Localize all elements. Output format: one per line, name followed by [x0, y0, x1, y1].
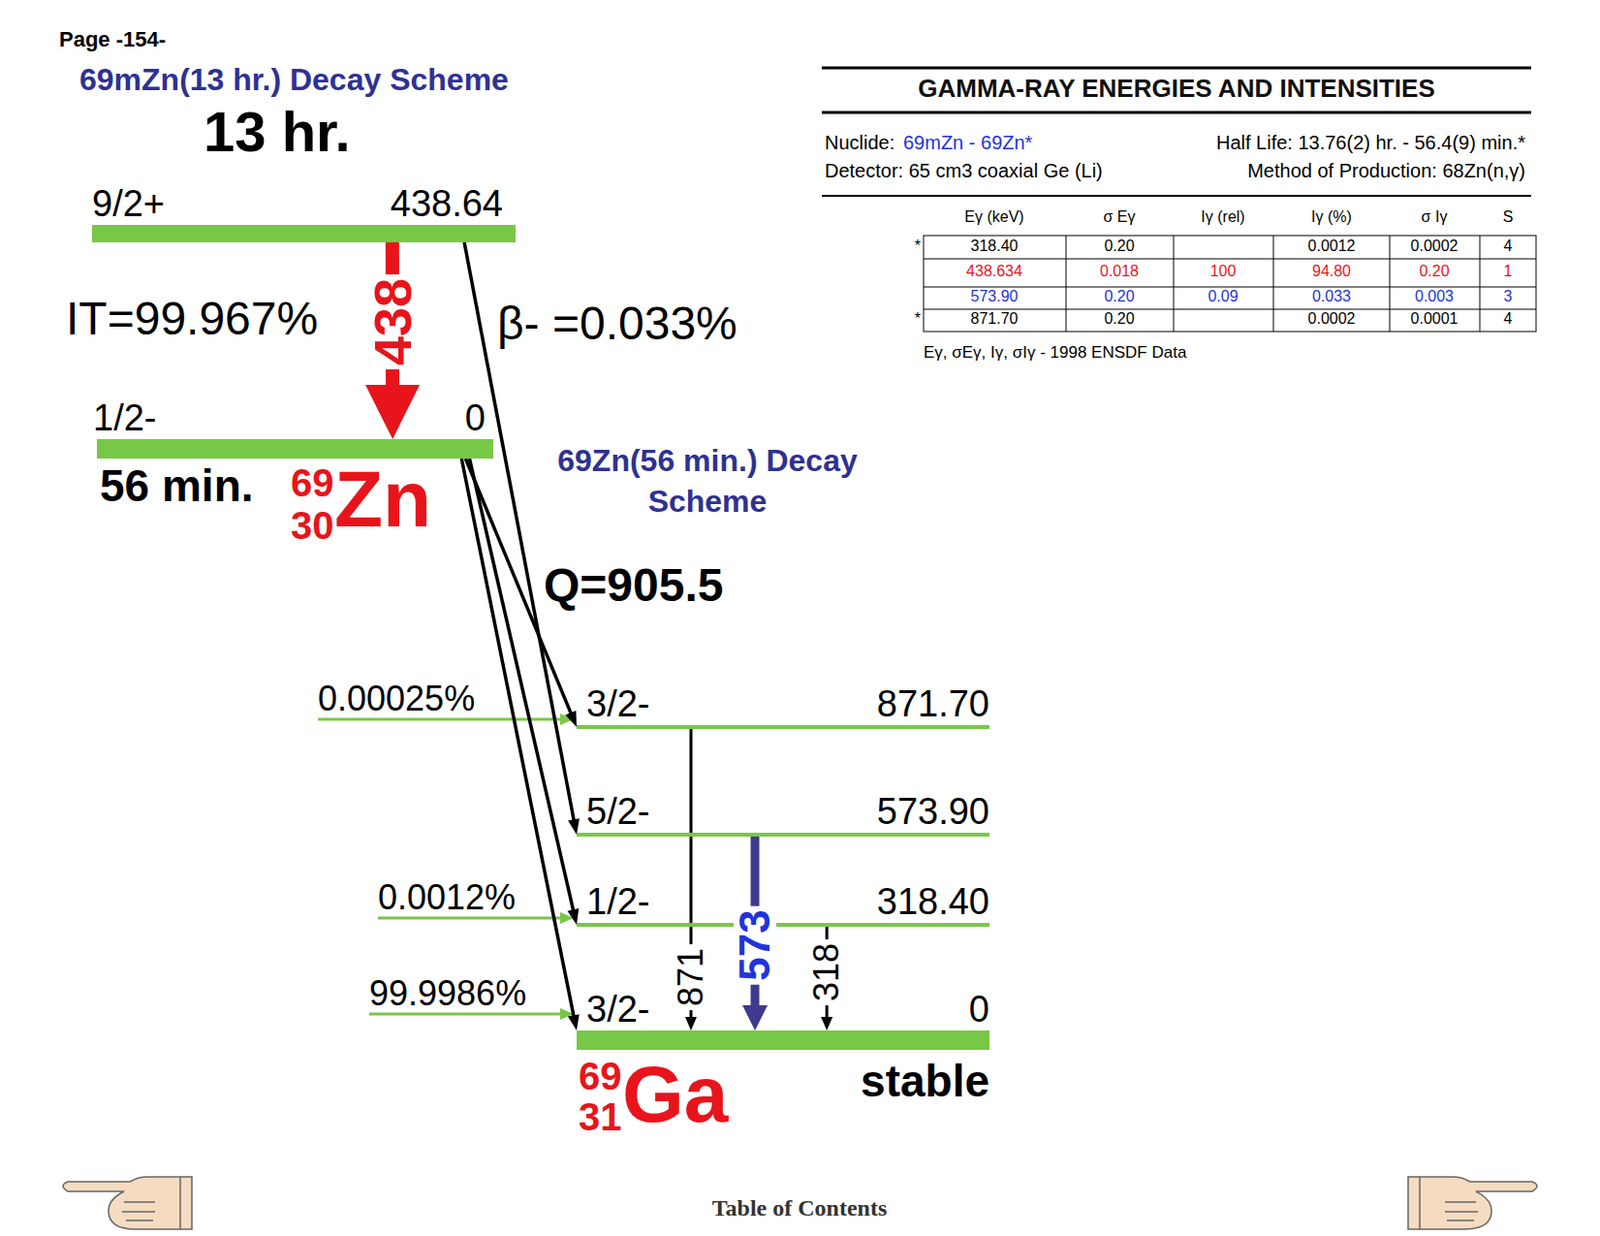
table-cell: Iγ (%) [1311, 209, 1352, 225]
hand-icon [1408, 1176, 1538, 1229]
table-cell: 3 [1504, 288, 1513, 305]
level-energy: 318.40 [877, 882, 990, 920]
decay-transition [469, 458, 579, 925]
spin-parity: 5/2- [586, 792, 650, 830]
table-cell: 318.40 [971, 238, 1019, 254]
gamma-energy-label: 573 [733, 905, 777, 984]
transition-line [461, 458, 574, 1016]
table-cell: 0.20 [1418, 263, 1449, 280]
text-label: Ga [622, 1054, 728, 1134]
text-label: 69 [290, 463, 335, 502]
table-cell: 0.0001 [1411, 311, 1459, 327]
decay-transition [365, 242, 420, 440]
spin-parity: 3/2- [586, 990, 650, 1028]
text-label: Q=905.5 [543, 562, 723, 609]
text-label: 0.0012% [377, 879, 516, 915]
gamma-energy-label: 438 [366, 274, 419, 370]
table-cell: 4 [1504, 311, 1513, 327]
energy-level: 3/2-0 [576, 1030, 990, 1050]
table-cell: 0.033 [1312, 288, 1351, 305]
arrow-head [820, 1016, 833, 1031]
energy-level: 5/2-573.90 [576, 832, 990, 837]
feed-arrow [317, 713, 574, 1020]
text-label: 69 [578, 1056, 623, 1096]
text-label: 0.00025% [317, 681, 475, 717]
table-cell: 438.634 [966, 263, 1023, 280]
level-energy: 0 [969, 990, 990, 1028]
table-cell: 100 [1210, 263, 1237, 280]
table-cell: Eγ (keV) [964, 209, 1024, 225]
text-label: stable [860, 1058, 990, 1103]
table-cell: 0.0002 [1308, 311, 1356, 327]
level-energy: 871.70 [877, 685, 990, 722]
text-label: Method of Production: 68Zn(n,γ) [1247, 160, 1526, 181]
table-rule [821, 194, 1532, 197]
table-cell: 94.80 [1312, 263, 1351, 280]
text-label: 31 [578, 1097, 623, 1136]
text-label: Detector: 65 cm3 coaxial Ge (Li) [824, 160, 1103, 181]
table-cell: 0.003 [1414, 288, 1454, 305]
text-label: Nuclide: [824, 132, 895, 153]
table-cell: 4 [1504, 238, 1513, 254]
table-cell: 0.0002 [1411, 238, 1459, 254]
energy-level: 9/2+438.64 [92, 224, 516, 243]
arrow-head [685, 1016, 697, 1031]
text-label: 69mZn - 69Zn* [903, 132, 1033, 153]
spin-parity: 1/2- [586, 882, 650, 920]
level-energy: 0 [465, 399, 486, 437]
table-cell: 573.90 [971, 288, 1019, 305]
decay-transition [461, 458, 579, 1031]
text-label: Half Life: 13.76(2) hr. - 56.4(9) min.* [1216, 132, 1526, 153]
arrow-head [567, 1013, 580, 1031]
level-energy: 573.90 [877, 792, 990, 830]
table-cell: S [1503, 209, 1514, 225]
text-label: 30 [290, 505, 335, 545]
table-cell: Iγ (rel) [1200, 209, 1245, 225]
text-label: Table of Contents [712, 1195, 887, 1220]
text-label: IT=99.967% [65, 295, 318, 343]
table-cell: σ Eγ [1103, 209, 1136, 225]
level-energy: 438.64 [390, 185, 503, 222]
table-cell: 0.20 [1103, 311, 1134, 327]
spin-parity: 9/2+ [92, 185, 165, 222]
table-cell: 1 [1504, 263, 1513, 280]
table-cell: 0.018 [1099, 263, 1139, 280]
diagram-title: 69mZn(13 hr.) Decay Scheme [79, 63, 509, 95]
table-cell: 871.70 [971, 311, 1019, 327]
text-label: Eγ, σEγ, Iγ, σIγ - 1998 ENSDF Data [923, 344, 1187, 361]
text-label: Page -154- [59, 29, 166, 51]
energy-level: 1/2-318.40 [576, 922, 990, 927]
text-label: β- =0.033% [497, 300, 738, 347]
energy-level: 1/2-0 [96, 439, 494, 459]
gamma-energy-label: 871 [673, 943, 709, 1010]
hand-icon [62, 1176, 192, 1229]
text-label: 13 hr. [203, 103, 351, 160]
arrow-head [365, 384, 420, 440]
table-cell: σ Iγ [1421, 209, 1448, 225]
table-cell: 0.09 [1207, 288, 1238, 305]
gamma-energy-label: 318 [809, 939, 845, 1005]
table-cell: 0.20 [1103, 238, 1134, 254]
table-cell: 0.20 [1103, 288, 1134, 305]
table-rule [821, 66, 1532, 70]
text-label: 99.9986% [369, 975, 527, 1011]
text-label: Zn [334, 459, 432, 539]
text-label: 69Zn(56 min.) Decay Scheme [557, 440, 858, 522]
table-grid [923, 235, 1537, 332]
arrow-head [742, 1004, 768, 1031]
table-cell: 0.0012 [1308, 238, 1356, 254]
table-rule [821, 111, 1532, 115]
text-label: 56 min. [99, 463, 254, 508]
table-cell: * [914, 238, 921, 254]
spin-parity: 3/2- [586, 685, 650, 722]
text-label: GAMMA-RAY ENERGIES AND INTENSITIES [917, 75, 1436, 101]
transition-line [469, 458, 573, 910]
energy-level: 3/2-871.70 [576, 724, 990, 729]
spin-parity: 1/2- [93, 399, 157, 437]
table-cell: * [914, 311, 921, 327]
